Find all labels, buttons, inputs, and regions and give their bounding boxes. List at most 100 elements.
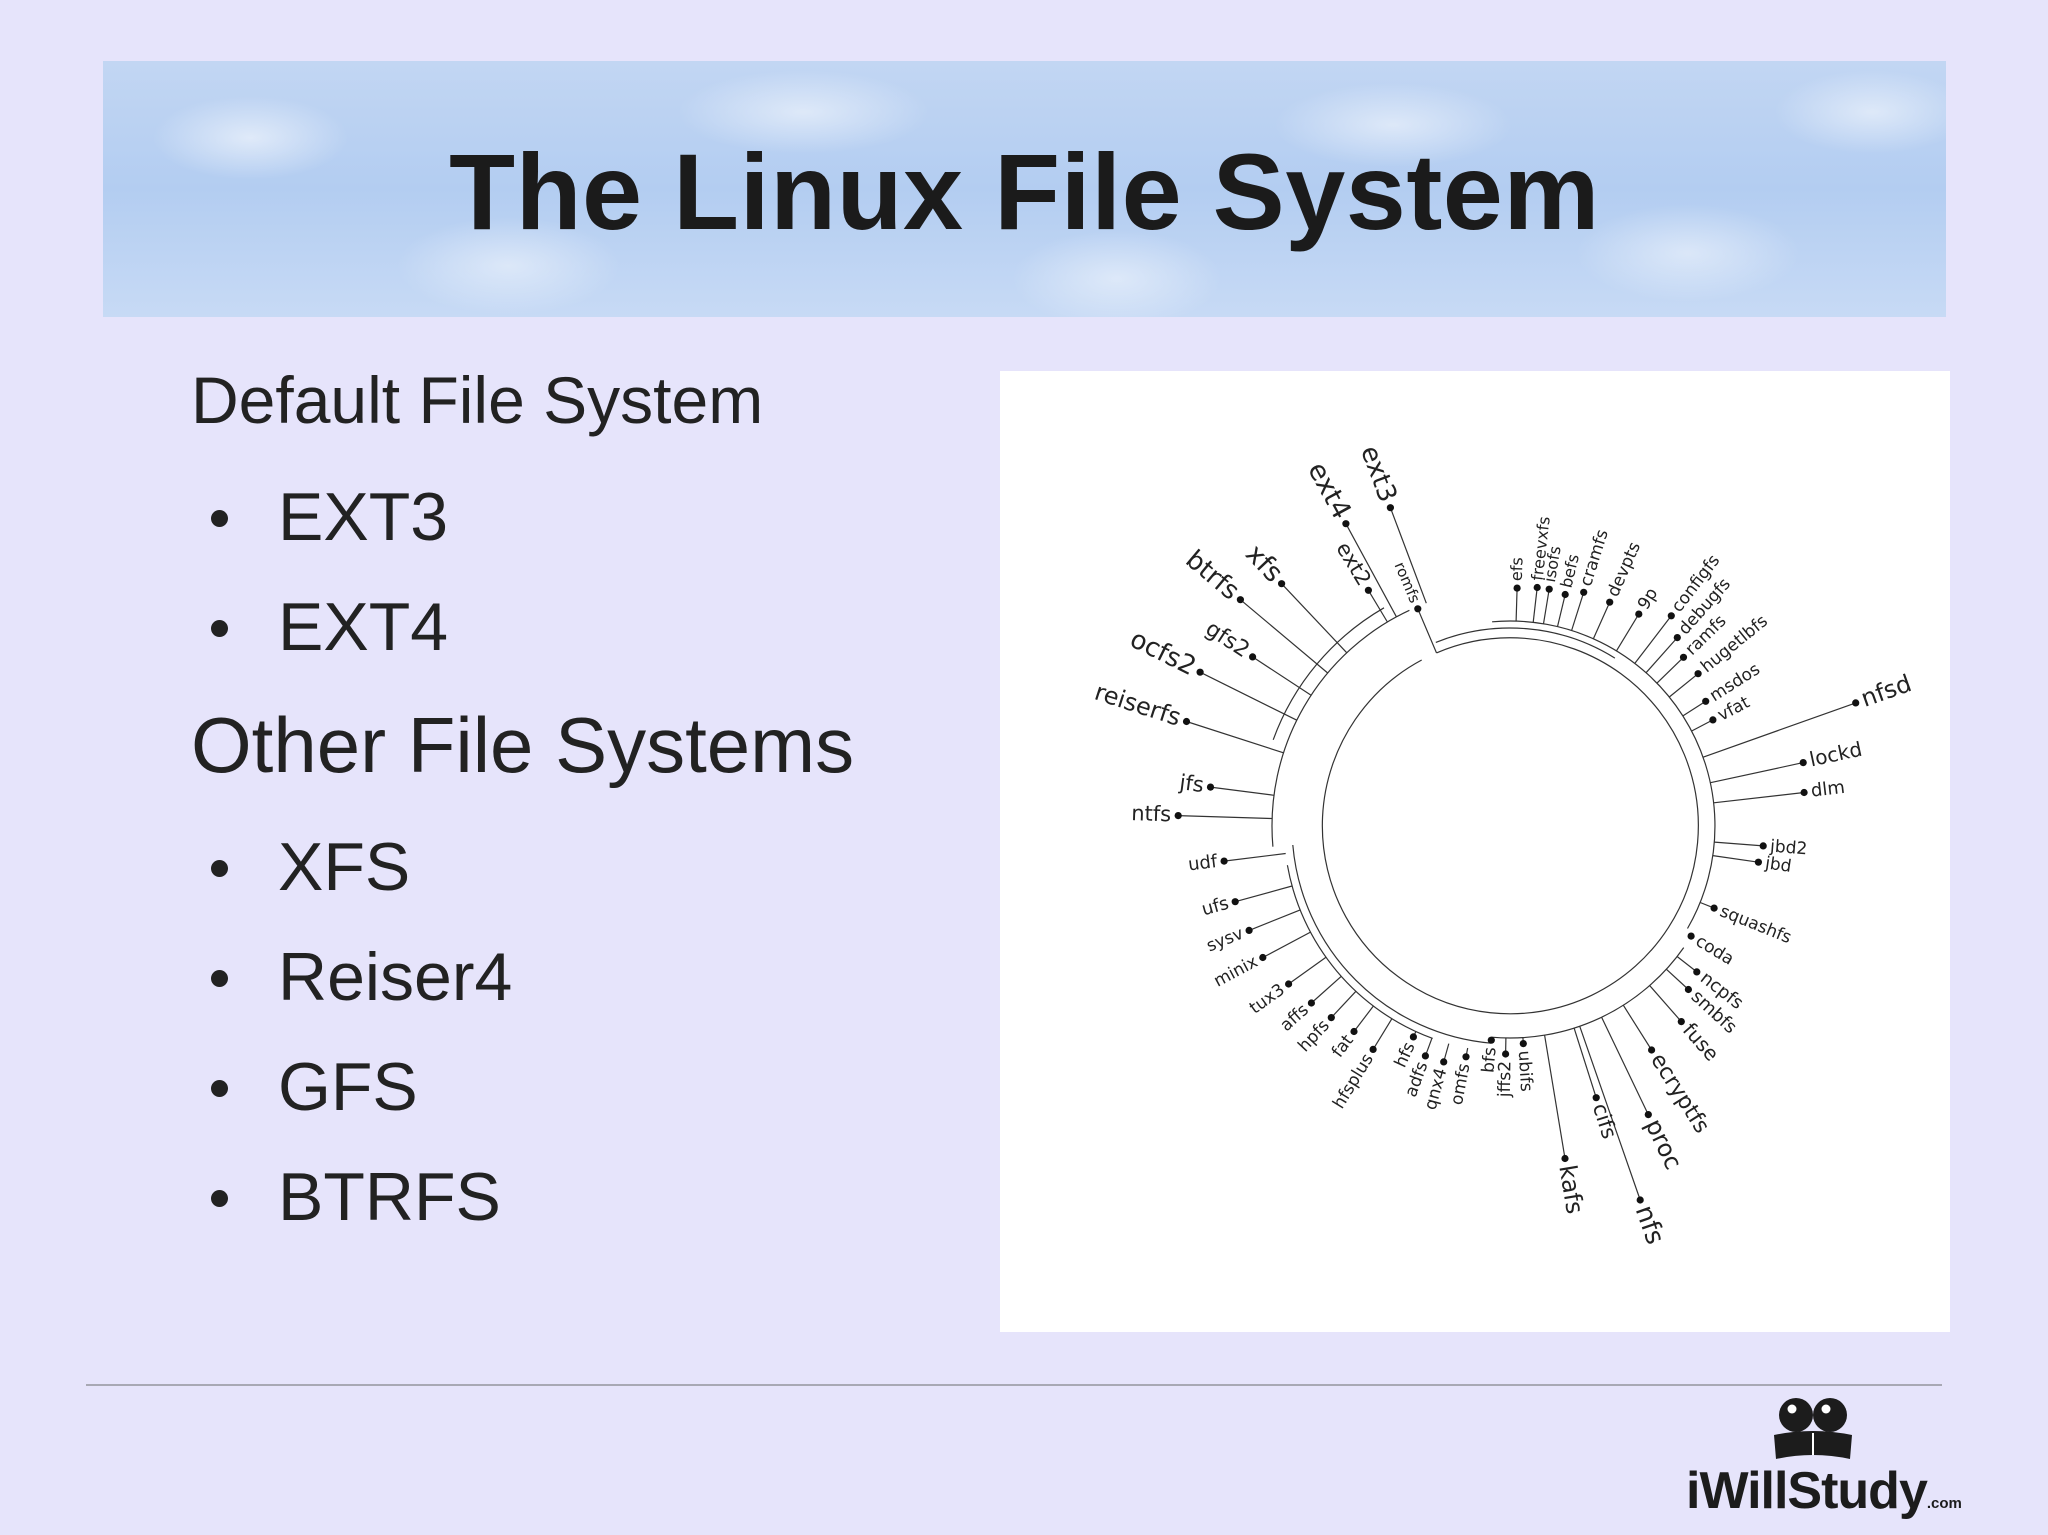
tree-branch-line [1665,968,1689,990]
tree-branch-line [1691,719,1714,732]
leaf-node-dot [1307,999,1315,1007]
tree-branch-line [1240,599,1329,674]
bullet-item: GFS [211,1048,418,1126]
tree-branch-line [1311,975,1342,1004]
default-fs-heading: Default File System [191,363,764,437]
filesystem-leaf-label: tux3 [1246,980,1289,1019]
leaf-node-dot [1648,1046,1656,1054]
filesystem-leaf-label: nfsd [1857,669,1915,713]
leaf-node-dot [1799,759,1807,767]
tree-branch-line [1622,1004,1653,1051]
leaf-node-dot [1636,1196,1644,1204]
leaf-node-dot [1342,520,1350,528]
filesystem-leaf-label: squashfs [1717,901,1794,948]
filesystem-leaf-label: ufs [1199,893,1231,920]
filesystem-leaf-label: jbd2 [1768,836,1808,859]
leaf-node-dot [1684,985,1692,994]
filesystem-leaf-label: lockd [1807,737,1864,772]
leaf-node-dot [1561,590,1569,599]
bullet-text: BTRFS [278,1159,501,1235]
leaf-node-dot [1545,585,1553,593]
leaf-node-dot [1364,586,1372,594]
tree-branch-line [1649,985,1682,1022]
other-fs-heading: Other File Systems [191,701,855,789]
iwillstudy-logo: iWillStudy.com [1686,1393,1962,1523]
tree-branch-line [1178,815,1273,820]
tree-branch-line [1544,1035,1566,1159]
tree-branch-line [1186,720,1284,754]
leaf-node-dot [1561,1154,1569,1163]
filesystem-leaf-label: cifs [1588,1100,1622,1141]
leaf-node-dot [1409,1033,1417,1041]
tree-branch-line [1389,507,1427,604]
bullet-item: EXT4 [211,588,448,666]
filesystem-leaf-label: jfs [1177,770,1205,797]
leaf-node-dot [1182,717,1191,726]
leaf-node-dot [1673,634,1681,642]
filesystem-leaf-label: ext2 [1331,538,1376,590]
bullet-dot [211,619,228,637]
bullet-dot [211,969,228,987]
filesystem-leaf-label: jffs2 [1495,1061,1516,1098]
tree-branch-line [1615,613,1640,652]
radial-tree-diagram: ext3ext4ext2xfsbtrfsgfs2ocfs2reiserfsjfs… [1091,442,1915,1249]
leaf-node-dot [1502,1050,1510,1058]
leaf-node-dot [1278,580,1286,588]
filesystem-leaf-label: kafs [1553,1163,1589,1216]
filesystem-leaf-label: omfs [1447,1062,1475,1107]
leaf-node-dot [1236,596,1244,604]
leaf-node-dot [1635,610,1643,618]
mascot-logo-icon [1774,1398,1852,1459]
tree-branch-line [1710,762,1804,784]
filesystem-leaf-label: ocfs2 [1125,624,1201,682]
leaf-node-dot [1440,1058,1448,1066]
tree-branch-line [1682,700,1707,717]
logo-brand: iWillStudy [1686,1462,1928,1520]
filesystem-leaf-label: fat [1328,1031,1358,1062]
tree-branch-line [1235,885,1293,903]
bullet-item: BTRFS [211,1158,501,1236]
leaf-node-dot [1421,1052,1429,1060]
tree-branch-line [1248,909,1301,931]
bullet-dot [211,1189,228,1207]
leaf-node-dot [1259,953,1267,962]
bullet-text: EXT4 [278,589,449,665]
tree-branch-line [1702,702,1856,758]
filesystem-leaf-label: nfs [1629,1202,1670,1249]
bullet-item: XFS [211,828,410,906]
leaf-node-dot [1693,968,1701,976]
tree-branch-line [1573,1027,1597,1098]
tree-branch-line [1571,592,1585,631]
tree-branch-arc [1292,844,1492,1044]
leaf-node-dot [1206,783,1215,791]
leaf-node-dot [1677,1018,1685,1026]
leaf-node-dot [1687,932,1695,940]
tree-branch-line [1668,673,1699,698]
filesystem-leaf-label: ext3 [1354,442,1402,507]
filesystem-leaf-label: devpts [1603,539,1645,600]
tree-branch-line [1712,855,1759,863]
bullet-dot [211,859,228,877]
tree-branch-line [1353,1005,1374,1032]
tree-branch-line [1330,990,1357,1019]
tree-branch-line [1634,615,1672,664]
leaf-node-dot [1679,653,1688,661]
title-banner: The Linux File System [103,61,1946,317]
tree-branch-line [1542,589,1550,624]
leaf-node-dot [1852,699,1860,707]
leaf-node-dot [1414,605,1422,613]
filesystem-leaf-label: dlm [1810,777,1846,802]
filesystem-leaf-label: jbd [1763,853,1793,877]
bullet-dot [211,1079,228,1097]
leaf-node-dot [1231,898,1239,906]
tree-branch-line [1592,601,1611,639]
leaf-node-dot [1644,1111,1652,1119]
leaf-node-dot [1220,857,1228,865]
filesystem-leaf-label: reiserfs [1091,678,1184,732]
tree-branch-line [1676,956,1698,973]
leaf-node-dot [1487,1036,1495,1044]
filesystem-leaf-label: 9p [1634,584,1662,613]
leaf-node-dot [1702,697,1710,705]
tree-branch-arc [1435,627,1616,659]
